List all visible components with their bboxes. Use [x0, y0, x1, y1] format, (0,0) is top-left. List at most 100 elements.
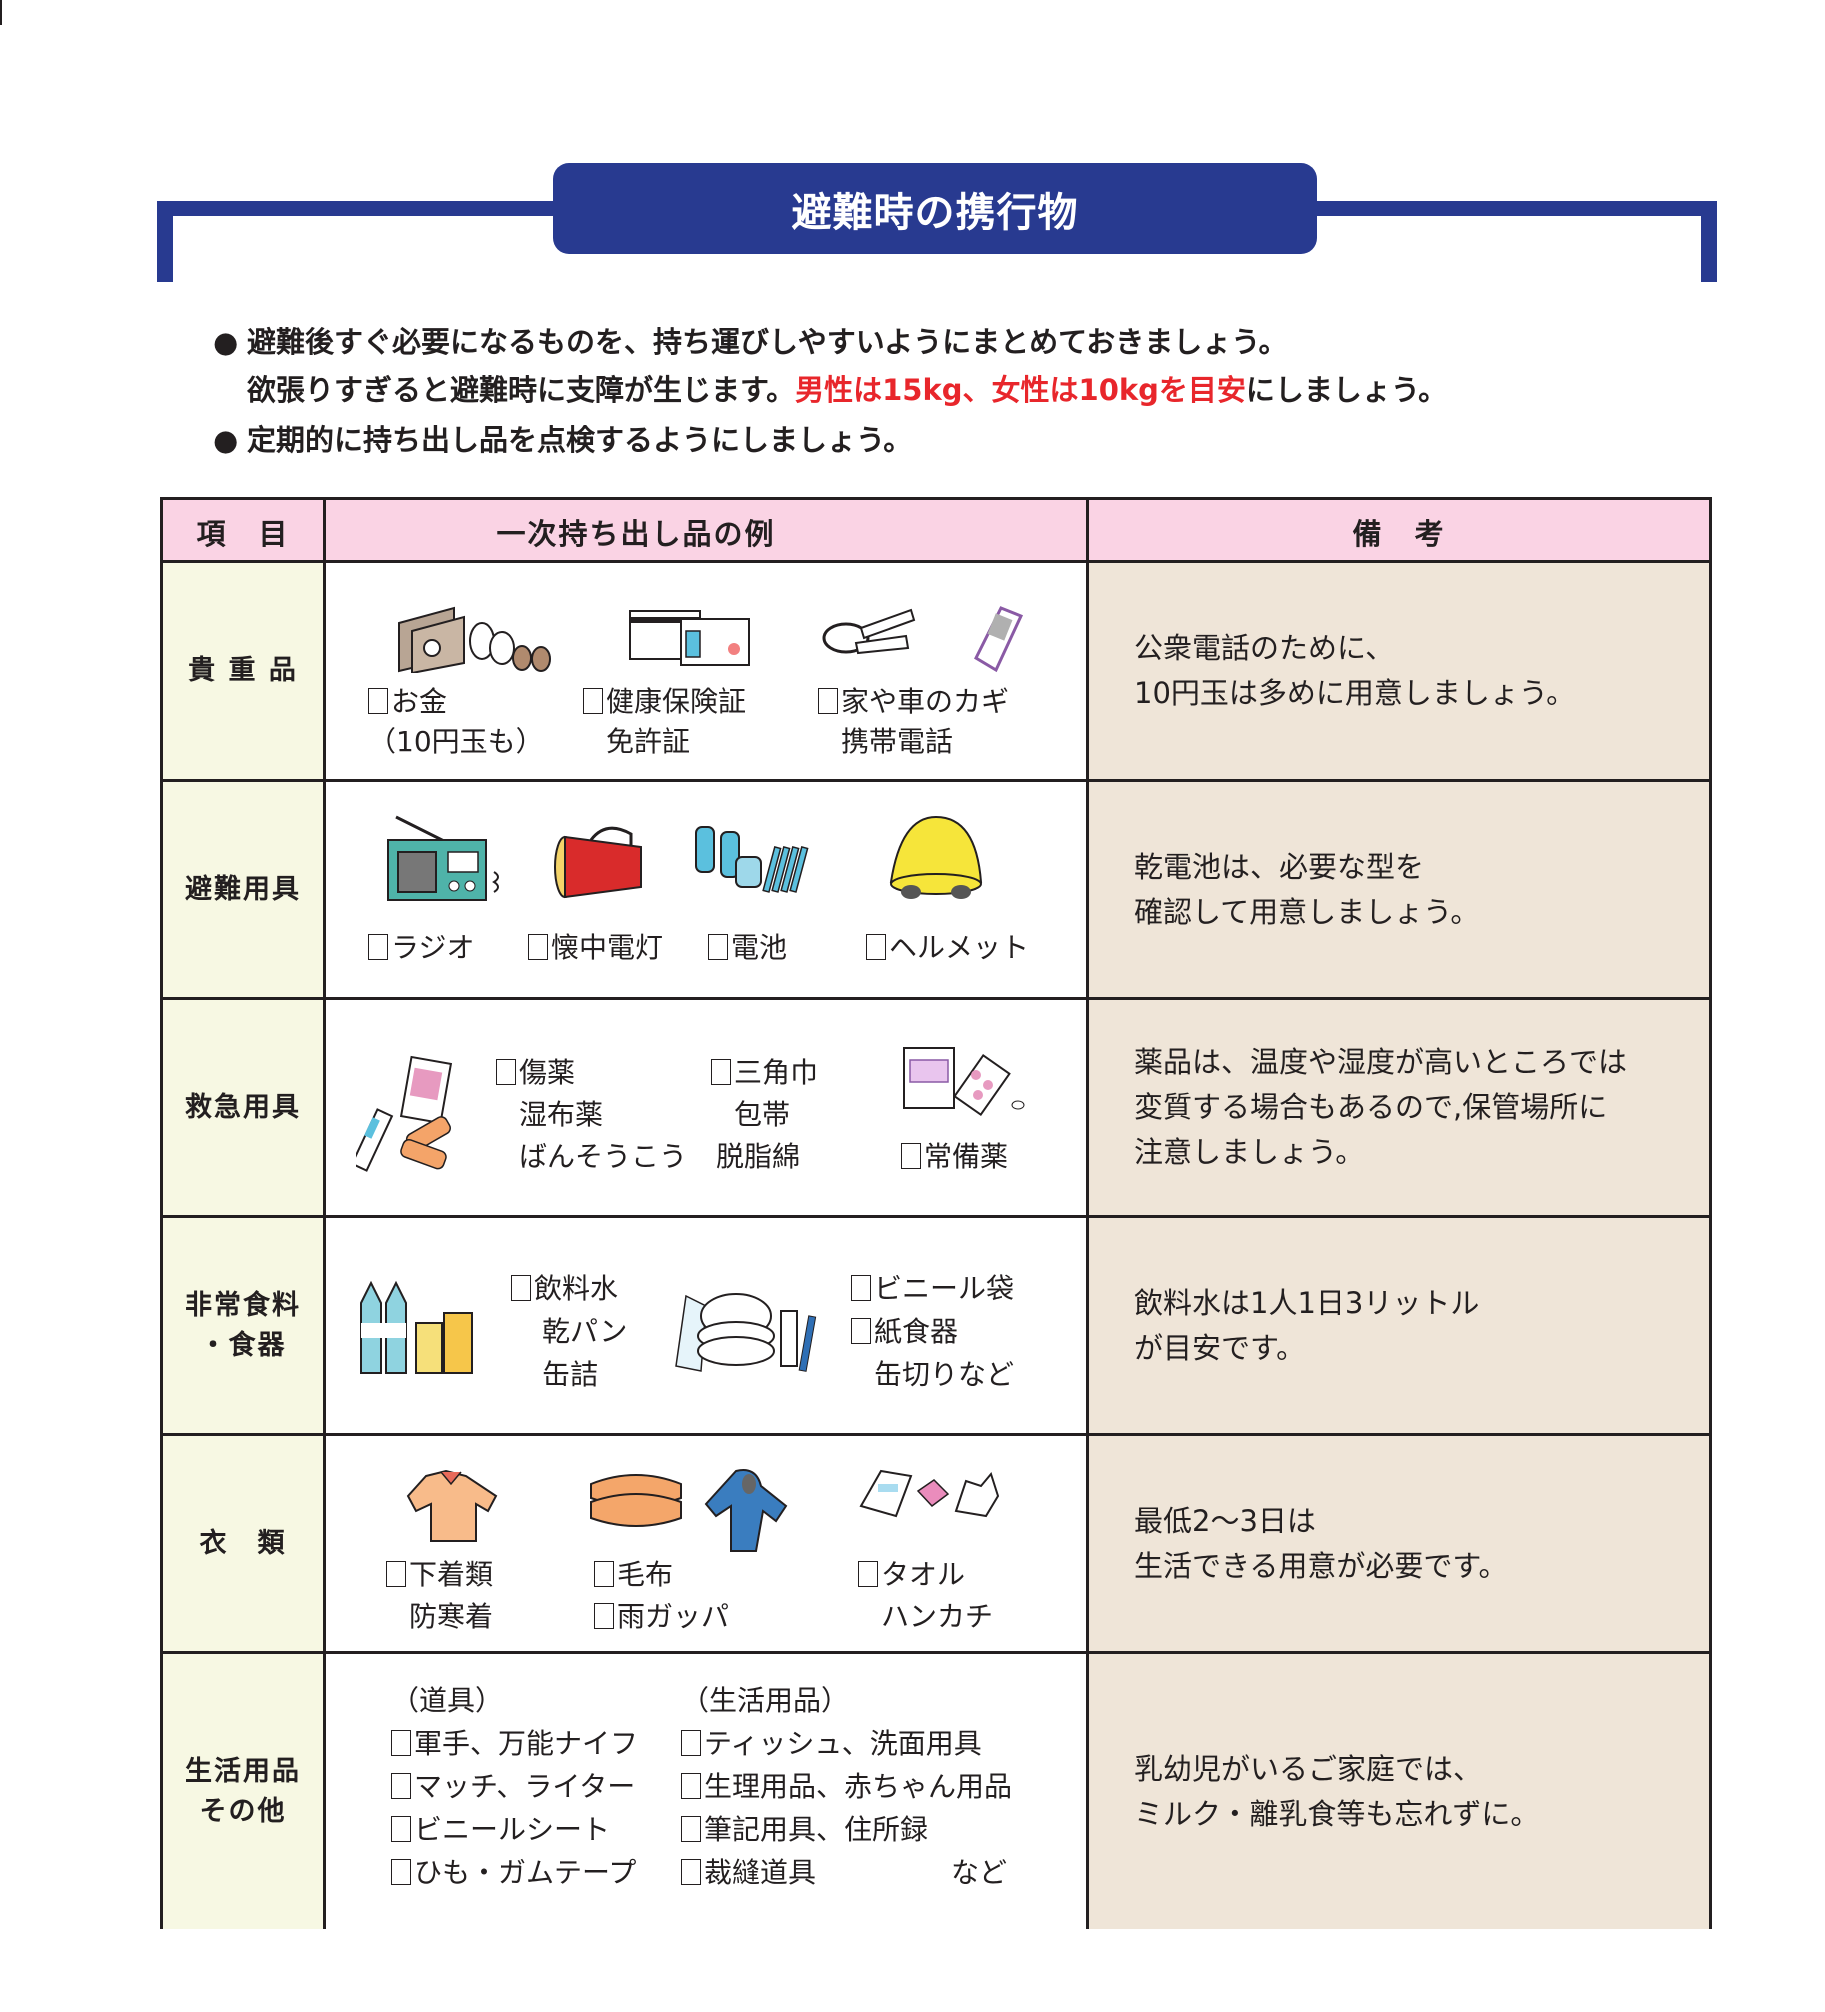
checklist-item[interactable]: 生理用品、赤ちゃん用品 [681, 1766, 1012, 1808]
checklist-item[interactable]: マッチ、ライター [391, 1766, 635, 1808]
checklist-item[interactable]: ひも・ガムテープ [391, 1852, 636, 1894]
checklist-item[interactable]: タオル [858, 1554, 965, 1596]
notes-cell: 最低2～3日は 生活できる用意が必要です。 [1089, 1436, 1709, 1651]
page-title: 避難時の携行物 [791, 189, 1079, 236]
etc-label: など [951, 1856, 1008, 1889]
checklist-item[interactable]: 裁縫道具 [681, 1852, 816, 1894]
id-card-icon [629, 610, 750, 666]
checkbox[interactable] [851, 1275, 871, 1301]
checkbox[interactable] [681, 1859, 701, 1885]
medicine-icon [903, 1047, 1025, 1117]
checkbox[interactable] [583, 688, 603, 714]
examples-cell: ラジオ 懐中電灯 電池 ヘルメット [326, 782, 1089, 997]
table-row-first-aid: 救急用具 傷薬 湿布薬 ばんそうこう 三角巾 包帯 脱脂綿 [163, 997, 1709, 1215]
shirt-icon [406, 1469, 498, 1542]
helmet-icon [889, 815, 983, 899]
notes-cell: 公衆電話のために、 10円玉は多めに用意しましょう。 [1089, 563, 1709, 779]
notes-cell: 乳幼児がいるご家庭では、 ミルク・離乳食等も忘れずに。 [1089, 1654, 1709, 1929]
examples-cell: 飲料水 乾パン 缶詰 ビニール袋 紙食器 缶切りなど [326, 1218, 1089, 1433]
checkbox[interactable] [851, 1318, 871, 1344]
examples-cell: 下着類 防寒着 毛布 雨ガッパ タオル ハンカチ [326, 1436, 1089, 1651]
checklist-item[interactable]: 紙食器 [851, 1311, 958, 1353]
batteries-icon [695, 826, 809, 893]
raincoat-icon [704, 1469, 788, 1552]
checkbox[interactable] [386, 1561, 406, 1587]
table-row-evacuation-tools: 避難用具 [163, 779, 1709, 997]
checklist-item[interactable]: 健康保険証 [583, 681, 746, 723]
title-banner: 避難時の携行物 [553, 163, 1317, 254]
checkbox[interactable] [681, 1730, 701, 1756]
checkbox[interactable] [594, 1603, 614, 1629]
checklist-item[interactable]: 飲料水 [511, 1268, 618, 1310]
checklist-item[interactable]: 三角巾 [711, 1052, 818, 1094]
checkbox[interactable] [711, 1059, 731, 1085]
weight-guideline: 男性は15kg、女性は10kgを目安 [795, 373, 1246, 407]
bullet-icon: ● [213, 423, 239, 457]
checkbox[interactable] [391, 1773, 411, 1799]
checklist-item[interactable]: 雨ガッパ [594, 1596, 729, 1638]
checklist-item[interactable]: 電池 [708, 927, 787, 969]
title-bracket-right [1701, 201, 1717, 282]
checkbox[interactable] [496, 1059, 516, 1085]
bullet-icon: ● [213, 325, 239, 359]
table-header: 項 目 一次持ち出し品の例 備 考 [163, 500, 1709, 563]
radio-icon [387, 815, 499, 901]
checkbox[interactable] [681, 1816, 701, 1842]
tableware-icon [675, 1293, 817, 1372]
blanket-icon [590, 1474, 682, 1527]
intro-bullet-2: ●定期的に持ち出し品を点検するようにしましょう。 [213, 416, 1713, 464]
examples-cell: （道具） 軍手、万能ナイフ マッチ、ライター ビニールシート ひも・ガムテープ … [326, 1654, 1089, 1929]
checklist-item[interactable]: 家や車のカギ [818, 681, 1009, 723]
category-cell: 生活用品 その他 [163, 1654, 326, 1929]
checkbox[interactable] [858, 1561, 878, 1587]
checklist-item[interactable]: 筆記用具、住所録 [681, 1809, 928, 1851]
carry-items-table: 項 目 一次持ち出し品の例 備 考 貴 重 品 [160, 497, 1712, 1929]
checkbox[interactable] [528, 934, 548, 960]
flashlight-icon [554, 826, 642, 899]
checkbox[interactable] [368, 688, 388, 714]
notes-cell: 飲料水は1人1日3リットル が目安です。 [1089, 1218, 1709, 1433]
table-row-clothing: 衣 類 下着類 防寒着 毛布 雨ガッパ [163, 1433, 1709, 1651]
checkbox[interactable] [866, 934, 886, 960]
checklist-item[interactable]: ビニール袋 [851, 1268, 1014, 1310]
checklist-item[interactable]: 軍手、万能ナイフ [391, 1723, 638, 1765]
group-heading-daily-goods: （生活用品） [681, 1684, 850, 1717]
group-heading-tools: （道具） [391, 1684, 504, 1717]
checklist-item[interactable]: ヘルメット [866, 927, 1029, 969]
checklist-item[interactable]: 傷薬 [496, 1052, 575, 1094]
examples-cell: 傷薬 湿布薬 ばんそうこう 三角巾 包帯 脱脂綿 常備薬 [326, 1000, 1089, 1215]
header-category: 項 目 [163, 500, 326, 563]
title-bracket-left [157, 201, 173, 282]
checklist-item[interactable]: ラジオ [368, 927, 474, 969]
category-cell: 非常食料 ・食器 [163, 1218, 326, 1433]
checkbox[interactable] [511, 1275, 531, 1301]
table-row-emergency-food: 非常食料 ・食器 飲料水 乾パン 缶詰 ビニール [163, 1215, 1709, 1433]
checkbox[interactable] [901, 1143, 921, 1169]
intro-bullet-1-continued: 欲張りすぎると避難時に支障が生じます。男性は15kg、女性は10kgを目安にしま… [247, 373, 1448, 407]
header-notes: 備 考 [1089, 500, 1709, 563]
category-cell: 衣 類 [163, 1436, 326, 1651]
checklist-item[interactable]: ビニールシート [391, 1809, 610, 1851]
checkbox[interactable] [368, 934, 388, 960]
category-cell: 避難用具 [163, 782, 326, 997]
category-cell: 貴 重 品 [163, 563, 326, 779]
checklist-item[interactable]: 毛布 [594, 1554, 673, 1596]
money-coins-icon [398, 606, 551, 673]
checklist-item[interactable]: ティッシュ、洗面用具 [681, 1723, 982, 1765]
checklist-item[interactable]: 下着類 [386, 1554, 493, 1596]
checkbox[interactable] [681, 1773, 701, 1799]
examples-cell: お金 （10円玉も） 健康保険証 免許証 家や車のカギ 携帯電話 [326, 563, 1089, 779]
notes-cell: 乾電池は、必要な型を 確認して用意しましょう。 [1089, 782, 1709, 997]
checkbox[interactable] [391, 1816, 411, 1842]
intro-bullet-1: ●避難後すぐ必要になるものを、持ち運びしやすいようにまとめておきましょう。 [213, 318, 1713, 366]
checkbox[interactable] [818, 688, 838, 714]
checkbox[interactable] [708, 934, 728, 960]
checkbox[interactable] [594, 1561, 614, 1587]
checklist-item[interactable]: 懐中電灯 [528, 927, 663, 969]
checklist-item[interactable]: お金 [368, 681, 447, 723]
checkbox[interactable] [391, 1730, 411, 1756]
checklist-item[interactable]: 常備薬 [901, 1136, 1008, 1178]
checkbox[interactable] [391, 1859, 411, 1885]
first-aid-icon [356, 1055, 453, 1172]
keys-phone-icon [822, 606, 1024, 673]
